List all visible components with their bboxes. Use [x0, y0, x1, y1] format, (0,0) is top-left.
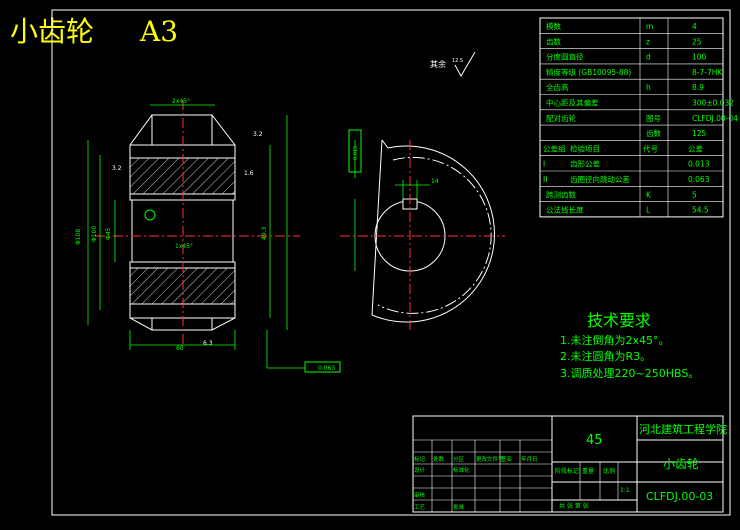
title-block: 45 河北建筑工程学院 小齿轮 CLFDJ.00-03 1:1 共 张 第 张 … — [412, 415, 727, 513]
sheet-size: A3 — [140, 15, 179, 48]
tb-sheet: 共 张 第 张 — [559, 502, 589, 510]
param-cell-6-1: 图号 — [646, 114, 661, 123]
parameter-table: 模数 m 4 齿数 z 25 分度圆直径 d 100 精度等级 (GB10095-88) 8-7-7… — [539, 17, 738, 218]
param-cell-4-2: 8.9 — [692, 83, 704, 92]
pitch-arc — [377, 156, 492, 314]
tb-r3-0: 审核 — [414, 491, 426, 499]
param-cell-11-2: 5 — [692, 190, 697, 199]
param-cell-12-0: 公法线长度 — [546, 205, 584, 215]
tb-r4-0: 工艺 — [414, 504, 426, 511]
tb-r1-2: 分区 — [453, 455, 465, 463]
param-cell-10-1: 齿圈径向跳动公差 — [570, 174, 630, 184]
param-cell-7-2: 125 — [692, 129, 707, 138]
end-view: 0.015 14 — [340, 129, 505, 330]
section-view: 60 Φ108 Φ100 Φ45 49.3 2x45° 1x45° 3.2 3.… — [75, 98, 341, 373]
param-cell-1-1: z — [646, 37, 650, 46]
param-cell-2-1: d — [646, 53, 651, 62]
tb-stage-0: 阶段标记 — [555, 467, 579, 475]
param-cell-9-0: I — [543, 160, 545, 169]
param-cell-12-2: 54.5 — [692, 206, 709, 215]
param-cell-10-0: II — [543, 175, 547, 184]
rough-4: 6.3 — [203, 340, 213, 347]
dim-pitch: Φ100 — [91, 226, 98, 242]
param-cell-6-0: 配对齿轮 — [546, 113, 576, 123]
rough-3: 1.6 — [244, 170, 254, 177]
param-cell-0-0: 模数 — [546, 21, 561, 31]
param-cell-7-1: 齿数 — [646, 128, 661, 138]
tol-value: 0.063 — [318, 365, 335, 372]
param-cell-8-3: 公差 — [688, 143, 703, 153]
param-cell-8-0: 公差组 — [543, 143, 566, 153]
tb-drawing-no: CLFDJ.00-03 — [646, 490, 713, 503]
tech-item-2: 2.未注圆角为R3。 — [560, 349, 651, 363]
param-cell-9-3: 0.013 — [688, 160, 710, 169]
tb-stage-2: 比例 — [603, 467, 615, 475]
param-cell-4-1: h — [646, 83, 651, 92]
param-cell-11-1: K — [646, 190, 652, 199]
param-cell-6-2: CLFDJ.00-04 — [692, 114, 738, 123]
param-cell-10-3: 0.063 — [688, 175, 710, 184]
param-cell-1-2: 25 — [692, 37, 702, 46]
tb-r2-0: 设计 — [414, 466, 426, 474]
roughness-value: 12.5 — [452, 58, 463, 64]
dim-chamfer-mid: 1x45° — [175, 243, 193, 250]
rough-2: 3.2 — [112, 165, 122, 172]
tb-material: 45 — [586, 433, 603, 448]
tb-r1-0: 标记 — [414, 455, 426, 463]
dim-keyway-w: 14 — [431, 178, 439, 185]
roughness-label: 其余 — [430, 59, 446, 69]
tech-title: 技术要求 — [587, 311, 651, 330]
param-cell-3-0: 精度等级 (GB10095-88) — [546, 67, 631, 77]
dim-keyway-h: 49.3 — [261, 226, 268, 240]
rough-1: 3.2 — [253, 131, 263, 138]
dim-chamfer-top: 2x45° — [172, 98, 190, 105]
param-cell-5-0: 中心距及其偏差 — [546, 98, 599, 108]
param-cell-0-2: 4 — [692, 22, 697, 31]
tech-item-1: 1.未注倒角为2x45°。 — [560, 333, 670, 347]
tb-school: 河北建筑工程学院 — [639, 422, 727, 436]
dim-bore: Φ45 — [105, 227, 112, 240]
tb-r1-4: 签名 — [501, 455, 512, 463]
roughness-symbol — [454, 51, 476, 78]
param-cell-2-2: 100 — [692, 53, 707, 62]
datum-marker — [144, 209, 156, 221]
param-cell-8-1: 检验项目 — [570, 143, 600, 153]
sheet-border — [51, 9, 731, 516]
dim-width: 60 — [176, 345, 184, 352]
param-cell-5-2: 300±0.032 — [692, 99, 734, 108]
addendum-arc — [371, 145, 495, 323]
tolerance-frame — [304, 361, 341, 373]
dim-od: Φ108 — [75, 229, 82, 245]
param-cell-11-0: 跨测齿数 — [546, 189, 576, 199]
param-cell-12-1: L — [646, 206, 651, 215]
tb-r4-2: 批准 — [453, 503, 465, 511]
tb-r2-2: 标准化 — [453, 466, 470, 474]
param-cell-8-2: 代号 — [643, 143, 658, 153]
param-cell-1-0: 齿数 — [546, 36, 561, 46]
tb-r1-1: 处数 — [433, 455, 445, 463]
tol-frame-vertical — [348, 129, 362, 173]
param-cell-0-1: m — [646, 22, 653, 31]
tb-stage-1: 重量 — [582, 467, 594, 475]
param-cell-9-1: 齿形公差 — [570, 159, 600, 169]
tb-r1-3: 更改文件号 — [476, 455, 504, 463]
tb-r1-5: 年月日 — [521, 455, 538, 463]
tb-part-name: 小齿轮 — [663, 457, 699, 471]
tb-labels: 标记处数分区 更改文件号签名 年月日设计 标准化审核工艺 批准 阶段标记重量 比例 — [414, 455, 615, 511]
tech-item-3: 3.调质处理220~250HBS。 — [560, 367, 699, 380]
tol-value-2: 0.015 — [353, 146, 359, 160]
param-cell-2-0: 分度圆直径 — [546, 52, 584, 62]
param-cell-3-2: 8-7-7HK — [692, 68, 723, 77]
tb-scale: 1:1 — [620, 487, 630, 494]
param-cell-4-0: 全齿高 — [546, 82, 569, 92]
